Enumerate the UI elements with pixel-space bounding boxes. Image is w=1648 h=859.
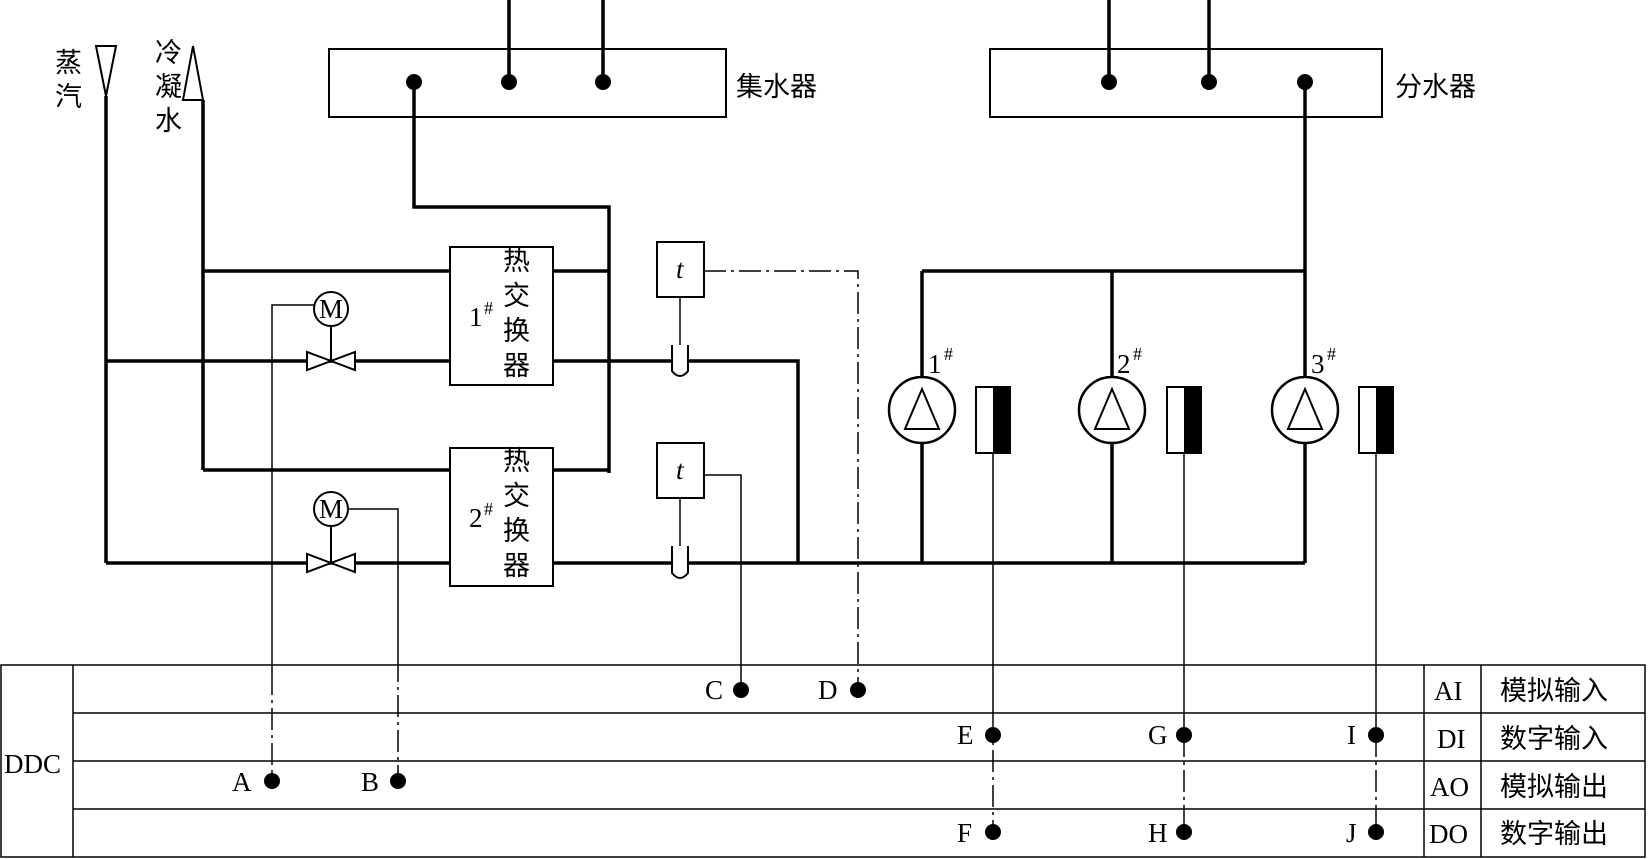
heat-exchanger-1: 1 # 热 交 换 器 <box>449 246 554 386</box>
svg-text:#: # <box>1133 344 1142 364</box>
signal-label-di: 数字输入 <box>1500 724 1608 755</box>
svg-text:#: # <box>484 298 493 318</box>
svg-text:D: D <box>818 675 838 705</box>
distributor-label: 分水器 <box>1395 72 1476 103</box>
condensate-label-1: 冷 <box>155 38 182 69</box>
svg-text:H: H <box>1148 818 1168 848</box>
signal-label-ao: 模拟输出 <box>1500 772 1608 803</box>
ddc-table <box>0 664 1646 858</box>
collector-box <box>328 48 727 118</box>
svg-text:3: 3 <box>1311 349 1325 379</box>
temp-sensor-2-icon: t <box>656 442 705 579</box>
svg-text:器: 器 <box>503 551 530 582</box>
svg-text:M: M <box>319 294 343 324</box>
point-d: D <box>818 675 866 705</box>
svg-text:J: J <box>1346 818 1357 848</box>
svg-text:G: G <box>1148 720 1168 750</box>
signal-code-ai: AI <box>1434 676 1463 706</box>
svg-text:热: 热 <box>503 246 530 277</box>
ddc-label: DDC <box>4 749 61 779</box>
signal-code-do: DO <box>1429 819 1468 849</box>
svg-text:B: B <box>361 767 379 797</box>
point-b: B <box>361 767 406 797</box>
signal-code-di: DI <box>1437 724 1466 754</box>
temp-sensor-1-icon: t <box>656 241 705 377</box>
svg-text:t: t <box>676 455 685 485</box>
valve-2-icon: M <box>306 491 356 574</box>
point-g: G <box>1148 720 1192 750</box>
point-f: F <box>957 818 1001 848</box>
signal-label-ai: 模拟输入 <box>1500 676 1608 707</box>
pump-1-status-indicator <box>975 386 1011 454</box>
valve-1-icon: M <box>306 291 356 372</box>
point-h: H <box>1148 818 1192 848</box>
svg-text:I: I <box>1347 720 1356 750</box>
svg-text:A: A <box>232 767 252 797</box>
condensate-arrow <box>181 45 205 470</box>
svg-text:交: 交 <box>503 281 530 312</box>
svg-text:1: 1 <box>469 302 483 332</box>
svg-text:t: t <box>676 254 685 284</box>
point-a: A <box>232 767 280 797</box>
point-c: C <box>705 675 749 705</box>
svg-text:换: 换 <box>503 316 530 347</box>
distributor-box <box>989 48 1383 118</box>
svg-text:F: F <box>957 818 972 848</box>
svg-text:器: 器 <box>503 351 530 382</box>
svg-text:#: # <box>1327 344 1336 364</box>
condensate-label-2: 凝 <box>155 72 182 103</box>
pump-3-status-indicator <box>1358 386 1394 454</box>
svg-text:C: C <box>705 675 723 705</box>
svg-text:交: 交 <box>503 481 530 512</box>
steam-label-1: 蒸 <box>55 48 82 79</box>
svg-text:换: 换 <box>503 516 530 547</box>
collector-label: 集水器 <box>736 72 817 103</box>
point-i: I <box>1347 720 1384 750</box>
heat-exchanger-2: 2 # 热 交 换 器 <box>449 446 554 587</box>
pump-1-icon: 1 # <box>887 344 957 445</box>
point-e: E <box>957 720 1001 750</box>
steam-label-2: 汽 <box>55 82 82 113</box>
svg-text:2: 2 <box>469 503 483 533</box>
svg-text:热: 热 <box>503 446 530 477</box>
svg-text:#: # <box>944 344 953 364</box>
svg-text:#: # <box>484 499 493 519</box>
pump-2-status-indicator <box>1166 386 1202 454</box>
pump-2-icon: 2 # <box>1077 344 1147 445</box>
svg-text:1: 1 <box>928 349 942 379</box>
condensate-label-3: 水 <box>155 106 182 137</box>
steam-arrow <box>94 45 118 563</box>
pump-3-icon: 3 # <box>1270 344 1340 445</box>
svg-text:2: 2 <box>1117 349 1131 379</box>
signal-label-do: 数字输出 <box>1500 819 1608 850</box>
signal-code-ao: AO <box>1430 772 1469 802</box>
svg-text:E: E <box>957 720 974 750</box>
point-j: J <box>1346 818 1384 848</box>
svg-text:M: M <box>319 494 343 524</box>
